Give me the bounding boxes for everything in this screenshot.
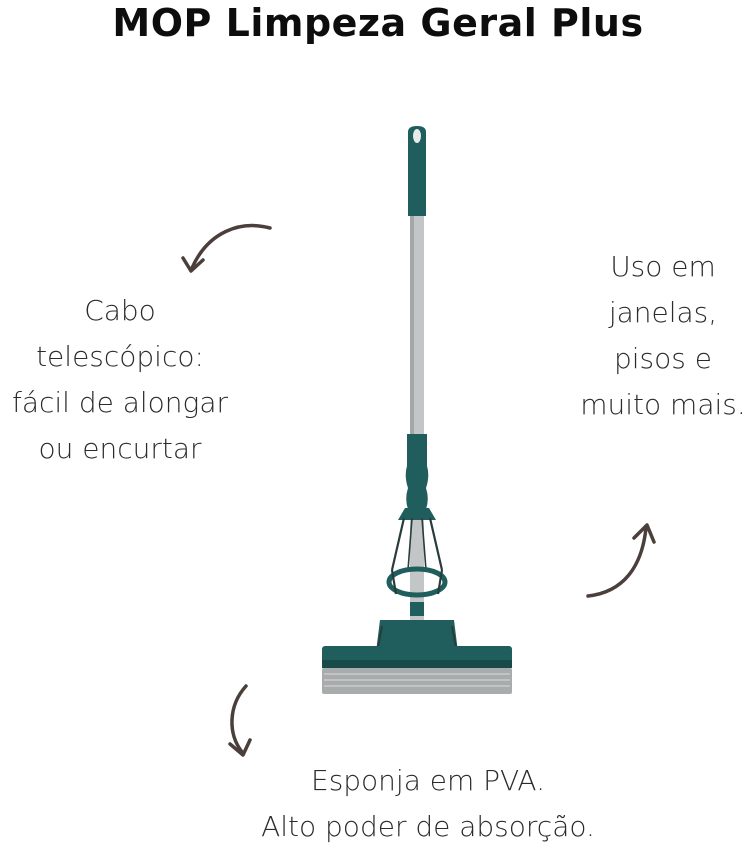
use-callout-line: Uso em xyxy=(610,250,716,283)
use-callout: Uso em janelas, pisos e muito mais. xyxy=(570,244,756,428)
sponge-callout-line: Alto poder de absorção. xyxy=(261,810,595,843)
use-callout-line: janelas, xyxy=(608,296,718,329)
curved-arrow-icon xyxy=(586,523,656,598)
sponge-callout: Esponja em PVA. Alto poder de absorção. xyxy=(228,758,628,850)
use-callout-line: muito mais. xyxy=(580,388,746,421)
mop-illustration xyxy=(322,126,512,694)
handle-grip xyxy=(408,126,426,216)
use-callout-line: pisos e xyxy=(614,342,712,375)
handle-callout-line: fácil de alongar xyxy=(11,386,229,419)
handle-callout-line: Cabo xyxy=(84,294,156,327)
sponge-callout-line: Esponja em PVA. xyxy=(311,764,545,797)
handle-callout-line: ou encurtar xyxy=(38,432,202,465)
page-title: MOP Limpeza Geral Plus xyxy=(112,1,644,45)
hang-hole xyxy=(413,129,421,143)
curved-arrow-icon xyxy=(181,223,272,273)
pole-lower-grip xyxy=(405,434,429,512)
wringer-ring xyxy=(386,566,448,598)
pva-sponge xyxy=(322,668,512,694)
mop-head-bracket xyxy=(376,620,458,652)
handle-callout-line: telescópico: xyxy=(36,340,204,373)
handle-callout: Cabo telescópico: fácil de alongar ou en… xyxy=(0,288,240,472)
curved-arrow-icon xyxy=(228,684,252,757)
